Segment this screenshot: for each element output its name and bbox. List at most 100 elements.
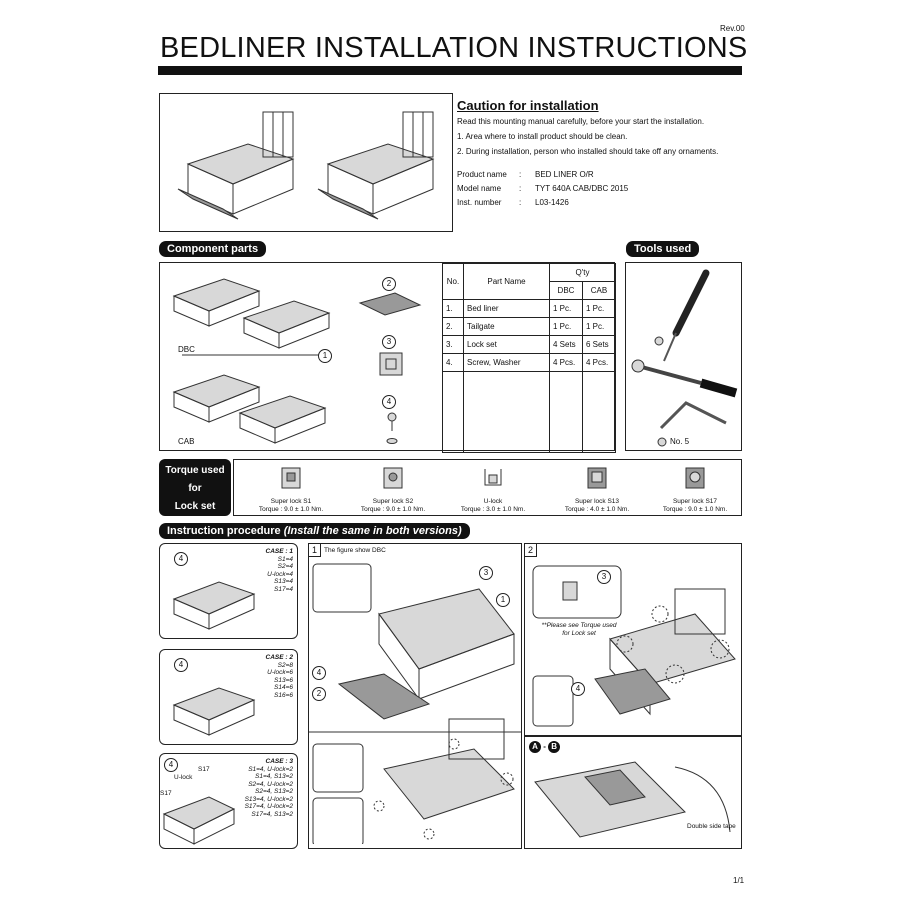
caution-line-2: 2. During installation, person who insta… xyxy=(457,147,719,156)
info-value-1: TYT 640A CAB/DBC 2015 xyxy=(535,184,629,193)
torque-label-line-2: Lock set xyxy=(174,501,216,512)
step-ab-heading: A - B xyxy=(529,741,561,753)
torque-panel: Super lock S1 Torque : 9.0 ± 1.0 Nm. Sup… xyxy=(233,459,742,516)
step-2-callout-3: 3 xyxy=(597,570,611,584)
torque-item-name: U-lock xyxy=(483,498,503,505)
info-value-2: L03-1426 xyxy=(535,198,569,207)
small-washer-icon xyxy=(657,437,667,447)
revision-label: Rev.00 xyxy=(720,24,745,33)
row-name: Tailgate xyxy=(463,317,550,336)
torque-label-box: Torque used for Lock set xyxy=(159,459,231,516)
table-row: 1. Bed liner 1 Pc. 1 Pc. xyxy=(442,299,616,318)
step-b-badge: B xyxy=(548,741,561,753)
row-dbc: 1 Pc. xyxy=(549,317,583,336)
row-cab: 6 Sets xyxy=(582,335,616,354)
double-side-tape-label: Double side tape xyxy=(687,823,736,830)
step-2-drawing xyxy=(532,565,736,727)
row-no: 3. xyxy=(442,335,464,354)
torque-item-s17: Super lock S17 Torque : 9.0 ± 1.0 Nm. xyxy=(650,463,740,513)
torque-label-line-0: Torque used xyxy=(165,465,225,476)
case-line: S17=4 xyxy=(274,585,293,593)
info-sep-1: : xyxy=(519,184,522,193)
step-ab-panel: A - B Double side tape xyxy=(524,736,742,849)
case-3-callout-4: 4 xyxy=(164,758,178,772)
caution-line-0: Read this mounting manual carefully, bef… xyxy=(457,117,705,126)
torque-item-name: Super lock S13 xyxy=(574,498,620,505)
bedliner-illustration xyxy=(177,111,435,220)
case-title: CASE : 1 xyxy=(265,548,293,555)
torque-label-line-1: for xyxy=(188,483,202,494)
row-cab: 4 Pcs. xyxy=(582,353,616,372)
case-line: S13=4, U-lock=2 xyxy=(244,795,293,803)
torque-item-name: Super lock S1 xyxy=(270,498,312,505)
super-lock-s1-icon xyxy=(281,467,301,489)
case-3-panel: 4 S17 U-lock S17 CASE : 3 S1=4, U-lock=2… xyxy=(159,753,298,849)
step-1-callout-3: 3 xyxy=(479,566,493,580)
case-3-text: CASE : 3 S1=4, U-lock=2 S1=4, S13=2 S2=4… xyxy=(245,758,293,818)
th-dbc: DBC xyxy=(549,281,583,300)
torque-item-value: Torque : 4.0 ± 1.0 Nm. xyxy=(564,505,630,513)
step-2-note-line: for Lock set xyxy=(562,629,596,637)
step-2-callout-4: 4 xyxy=(571,682,585,696)
row-no: 2. xyxy=(442,317,464,336)
row-dbc: 4 Sets xyxy=(549,335,583,354)
case-line: U-lock=4 xyxy=(267,570,293,578)
torque-item-s13: Super lock S13 Torque : 4.0 ± 1.0 Nm. xyxy=(552,463,642,513)
th-cab: CAB xyxy=(582,281,616,300)
case-3-ulock-label: U-lock xyxy=(174,774,193,781)
callout-2: 2 xyxy=(382,277,396,291)
step-2-number: 2 xyxy=(525,544,537,557)
case-2-text: CASE : 2 S2=8 U-lock=6 S13=6 S14=6 S16=6 xyxy=(266,654,293,699)
torque-item-value: Torque : 9.0 ± 1.0 Nm. xyxy=(258,505,324,513)
case-1-panel: 4 CASE : 1 S1=4 S2=4 U-lock=4 S13=4 S17=… xyxy=(159,543,298,639)
step-1-callout-2: 2 xyxy=(312,687,326,701)
screwdriver-icon xyxy=(663,269,710,362)
row-dbc: 1 Pc. xyxy=(549,299,583,318)
info-label-0: Product name xyxy=(457,170,507,179)
case-3-drawing xyxy=(162,796,236,845)
case-line: S14=6 xyxy=(274,684,293,691)
th-no: No. xyxy=(442,263,464,300)
super-lock-s17-icon xyxy=(685,467,705,489)
case-line: S2=4 xyxy=(277,563,293,570)
row-name: Screw, Washer xyxy=(463,353,550,372)
info-sep-2: : xyxy=(519,198,522,207)
step-2-panel: 2 3 4 **Please see Torque used for Lock … xyxy=(524,543,742,736)
component-drawings xyxy=(172,278,422,444)
washer-icon xyxy=(654,336,664,346)
callout-3: 3 xyxy=(382,335,396,349)
case-1-drawing xyxy=(172,581,256,630)
tool-no5-label: No. 5 xyxy=(670,437,690,446)
component-parts-panel: DBC CAB 1 2 3 4 No. Part Name Q'ty DBC C… xyxy=(159,262,616,453)
torque-wrench-icon xyxy=(631,359,738,398)
page-title: BEDLINER INSTALLATION INSTRUCTIONS xyxy=(160,32,748,64)
step-1-number: 1 xyxy=(309,544,321,557)
info-sep-0: : xyxy=(519,170,522,179)
step-1-note: The figure show DBC xyxy=(324,547,386,554)
table-row: 4. Screw, Washer 4 Pcs. 4 Pcs. xyxy=(442,353,616,372)
callout-4: 4 xyxy=(382,395,396,409)
torque-item-value: Torque : 3.0 ± 1.0 Nm. xyxy=(460,505,526,513)
hex-key-icon xyxy=(659,401,727,430)
tools-panel: No. 5 xyxy=(625,262,742,451)
case-title: CASE : 3 xyxy=(265,758,293,765)
torque-item-value: Torque : 9.0 ± 1.0 Nm. xyxy=(662,505,728,513)
parts-table: No. Part Name Q'ty DBC CAB 1. Bed liner … xyxy=(442,263,616,453)
title-underline xyxy=(158,66,742,75)
torque-item-name: Super lock S17 xyxy=(672,498,718,505)
step-2-note-line: **Please see Torque used xyxy=(541,622,617,629)
callout-1: 1 xyxy=(318,349,332,363)
torque-item-s1: Super lock S1 Torque : 9.0 ± 1.0 Nm. xyxy=(246,463,336,513)
row-no: 4. xyxy=(442,353,464,372)
row-cab: 1 Pc. xyxy=(582,299,616,318)
case-line: S13=6 xyxy=(274,676,293,684)
case-line: S2=8 xyxy=(277,661,293,669)
dbc-label: DBC xyxy=(178,345,195,354)
procedure-label: Instruction procedure (Install the same … xyxy=(159,523,470,539)
tools-drawings xyxy=(631,269,738,447)
row-name: Lock set xyxy=(463,335,550,354)
row-no: 1. xyxy=(442,299,464,318)
info-value-0: BED LINER O/R xyxy=(535,170,594,179)
step-ab-dash: - xyxy=(543,742,546,751)
torque-item-name: Super lock S2 xyxy=(372,498,414,505)
